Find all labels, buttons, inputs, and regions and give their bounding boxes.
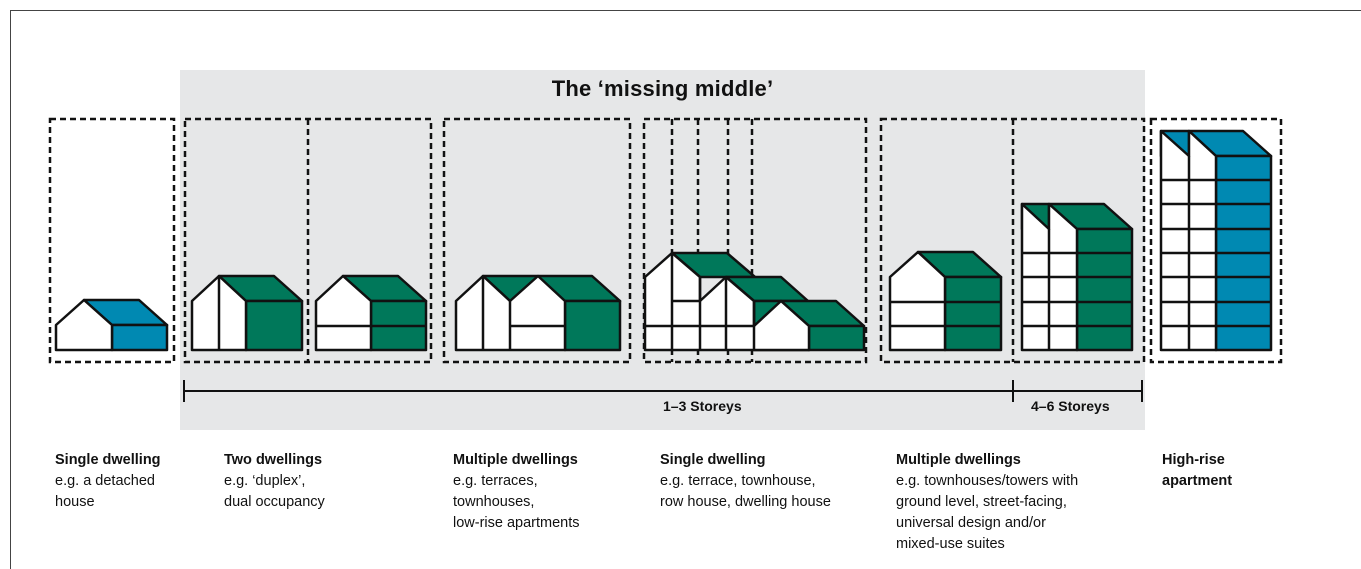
caption-line: row house, dwelling house xyxy=(660,494,831,510)
duplex-side-by-side-icon xyxy=(190,274,304,352)
frame-high-rise xyxy=(1149,117,1283,364)
caption-line: apartment xyxy=(1162,473,1233,489)
terrace-rowhouses-icon xyxy=(643,251,866,352)
caption-line: mixed-use suites xyxy=(896,536,1005,552)
storeys-mid-label: 4–6 Storeys xyxy=(1031,398,1110,414)
caption-line: e.g. ‘duplex’, xyxy=(224,473,306,489)
caption-single-dwelling: Single dwelling e.g. a detached house xyxy=(55,450,161,513)
storeys-scale xyxy=(183,380,1143,402)
midrise-building-icon xyxy=(1020,202,1134,352)
caption-line: e.g. townhouses/towers with xyxy=(896,473,1079,489)
diagram-title: The ‘missing middle’ xyxy=(551,76,774,101)
caption-line: ground level, street-facing, xyxy=(896,494,1067,510)
caption-line: e.g. a detached xyxy=(55,473,155,489)
caption-heading: Multiple dwellings xyxy=(453,452,578,468)
duplex-stacked-icon xyxy=(314,274,428,352)
highrise-tower-icon xyxy=(1159,129,1273,352)
caption-high-rise: High-rise apartment xyxy=(1162,450,1232,492)
caption-two-dwellings: Two dwellings e.g. ‘duplex’, dual occupa… xyxy=(224,450,325,513)
frame-top-border xyxy=(10,10,1361,11)
detached-house-icon xyxy=(54,298,169,352)
caption-single-dwelling-terrace: Single dwelling e.g. terrace, townhouse,… xyxy=(660,450,831,513)
frame-multiple-dwellings xyxy=(442,117,632,364)
caption-line: e.g. terrace, townhouse, xyxy=(660,473,816,489)
caption-heading: Single dwelling xyxy=(660,452,766,468)
caption-line: universal design and/or xyxy=(896,515,1046,531)
frame-single-dwelling xyxy=(48,117,176,364)
caption-line: townhouses, xyxy=(453,494,535,510)
caption-line: dual occupancy xyxy=(224,494,325,510)
caption-heading: Single dwelling xyxy=(55,452,161,468)
caption-heading: Multiple dwellings xyxy=(896,452,1021,468)
frame-left-border xyxy=(10,10,11,569)
multiple-dwellings-lowrise-icon xyxy=(454,274,622,352)
townhouse-three-storey-icon xyxy=(888,250,1003,352)
caption-line: e.g. terraces, xyxy=(453,473,538,489)
caption-multiple-dwellings-towers: Multiple dwellings e.g. townhouses/tower… xyxy=(896,450,1078,555)
missing-middle-band xyxy=(180,70,1145,430)
caption-line: house xyxy=(55,494,95,510)
caption-heading: Two dwellings xyxy=(224,452,323,468)
dashed-group-frames xyxy=(48,117,1283,364)
caption-heading: High-rise xyxy=(1162,452,1225,468)
caption-multiple-dwellings: Multiple dwellings e.g. terraces, townho… xyxy=(453,450,580,534)
caption-line: low-rise apartments xyxy=(453,515,580,531)
frame-terrace xyxy=(642,117,868,364)
storeys-low-label: 1–3 Storeys xyxy=(663,398,742,414)
